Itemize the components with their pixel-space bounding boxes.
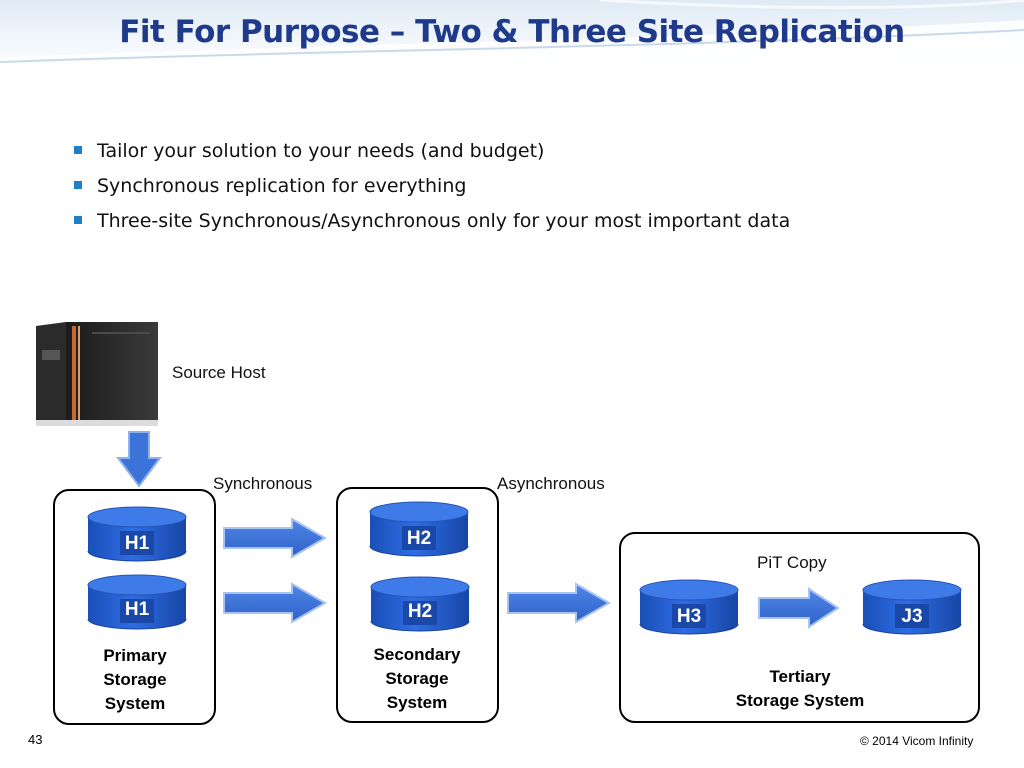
pit-copy-arrow-icon xyxy=(758,588,839,628)
volume-cylinder-h1-top: H1 xyxy=(86,505,188,563)
label-line: Tertiary xyxy=(769,667,831,686)
sync-arrow-bottom-icon xyxy=(223,583,326,623)
volume-label: H3 xyxy=(676,606,702,627)
tertiary-storage-label: Tertiary Storage System xyxy=(700,665,900,713)
label-line: Storage System xyxy=(735,691,865,710)
volume-cylinder-h1-bottom: H1 xyxy=(86,573,188,631)
bullet-text: Synchronous replication for everything xyxy=(97,175,467,197)
async-arrow-icon xyxy=(507,583,610,623)
synchronous-label: Synchronous xyxy=(213,474,313,493)
volume-label: H2 xyxy=(407,601,433,622)
pit-copy-label: PiT Copy xyxy=(757,553,827,572)
sync-arrow-top-icon xyxy=(223,518,326,558)
label-line: Storage xyxy=(385,669,449,688)
down-arrow-icon xyxy=(116,431,162,488)
source-host-label: Source Host xyxy=(172,363,266,382)
copyright-text: © 2014 Vicom Infinity xyxy=(860,734,974,748)
asynchronous-label: Asynchronous xyxy=(497,474,605,493)
bullet-item: Tailor your solution to your needs (and … xyxy=(72,137,790,172)
label-line: Primary xyxy=(103,646,167,665)
bullet-square-icon xyxy=(74,146,82,154)
server-icon xyxy=(36,322,158,426)
label-line: System xyxy=(104,694,166,713)
volume-cylinder-h3: H3 xyxy=(638,578,740,636)
primary-storage-label: Primary Storage System xyxy=(60,644,210,716)
bullet-item: Three-site Synchronous/Asynchronous only… xyxy=(72,207,790,242)
secondary-storage-label: Secondary Storage System xyxy=(342,643,492,715)
volume-cylinder-h2-top: H2 xyxy=(368,500,470,558)
label-line: Secondary xyxy=(373,645,461,664)
header-swoosh xyxy=(0,0,1024,72)
volume-label: H2 xyxy=(406,528,432,549)
slide-number: 43 xyxy=(28,732,43,747)
volume-label: H1 xyxy=(124,599,150,620)
volume-cylinder-j3: J3 xyxy=(861,578,963,636)
label-line: Storage xyxy=(103,670,167,689)
bullet-text: Three-site Synchronous/Asynchronous only… xyxy=(97,210,791,232)
bullet-text: Tailor your solution to your needs (and … xyxy=(97,140,545,162)
header-band: Fit For Purpose – Two & Three Site Repli… xyxy=(0,0,1024,72)
slide-title: Fit For Purpose – Two & Three Site Repli… xyxy=(119,14,905,50)
bullet-list: Tailor your solution to your needs (and … xyxy=(72,137,790,242)
bullet-item: Synchronous replication for everything xyxy=(72,172,790,207)
volume-label: H1 xyxy=(124,533,150,554)
bullet-square-icon xyxy=(74,216,82,224)
label-line: System xyxy=(386,693,448,712)
bullet-square-icon xyxy=(74,181,82,189)
volume-label: J3 xyxy=(901,606,923,627)
volume-cylinder-h2-bottom: H2 xyxy=(369,575,471,633)
